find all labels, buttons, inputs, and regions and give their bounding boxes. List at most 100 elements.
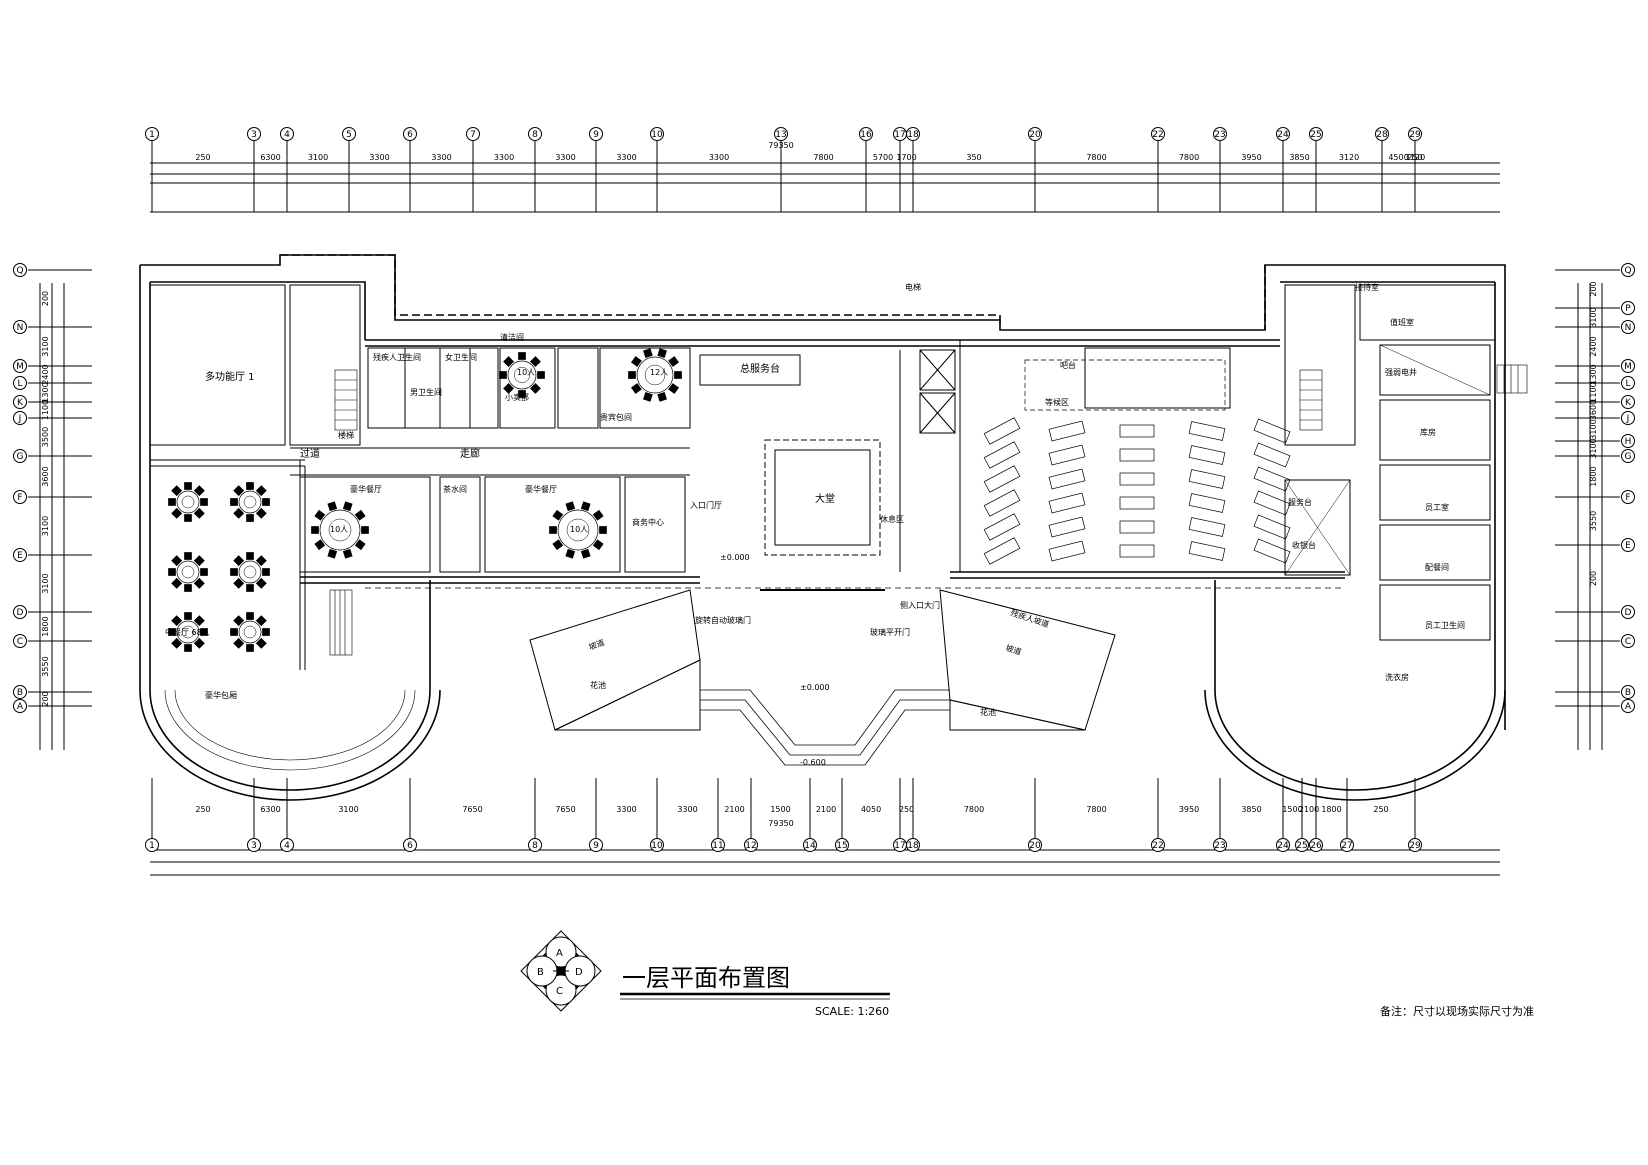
level-entry: ±0.000 <box>720 553 750 562</box>
dim-bottom-2: 3100 <box>338 805 358 814</box>
axis-bubble-bottom-9: 9 <box>589 838 603 852</box>
level-lower: -0.600 <box>800 758 826 767</box>
axis-bubble-left-J: J <box>13 411 27 425</box>
table-labels: 10人 10人 10人 12人 <box>330 368 668 534</box>
dim-bottom-11: 250 <box>899 805 914 814</box>
dim-top-2: 3100 <box>308 153 328 162</box>
dim-bottom-19: 250 <box>1373 805 1388 814</box>
axis-bubble-left-K: K <box>13 395 27 409</box>
seat-0-1 <box>983 441 1021 469</box>
room-label-pantry: 配餐间 <box>1425 563 1449 572</box>
axis-bubble-left-E: E <box>13 548 27 562</box>
seat-4-4 <box>1253 514 1291 540</box>
dim-bottom-14: 3950 <box>1179 805 1199 814</box>
axis-bubble-right-D: D <box>1621 605 1635 619</box>
svg-text:C: C <box>17 637 23 647</box>
room-label-reception: 接待室 <box>1355 282 1379 292</box>
svg-text:18: 18 <box>907 841 919 851</box>
axis-bubble-right-K: K <box>1621 395 1635 409</box>
axis-bubble-top-4: 4 <box>280 127 294 141</box>
axis-bubble-right-M: M <box>1621 359 1635 373</box>
room-label-front-desk: 总服务台 <box>740 362 780 375</box>
axis-bubble-right-C: C <box>1621 634 1635 648</box>
drawing-note: 备注：尺寸以现场实际尺寸为准 <box>1380 1004 1534 1018</box>
axis-bubble-bottom-3: 3 <box>247 838 261 852</box>
svg-text:Q: Q <box>16 266 23 276</box>
axis-bubble-bottom-26: 26 <box>1309 838 1323 852</box>
svg-text:M: M <box>16 362 24 372</box>
dim-right-2: 2400 <box>1589 336 1598 356</box>
dim-top-0: 250 <box>195 153 210 162</box>
room-label-male-wc: 男卫生间 <box>410 387 442 397</box>
room-label-multi-hall: 多功能厅 1 <box>205 370 255 383</box>
svg-text:B: B <box>17 688 23 698</box>
room-label-disabled-ramp: 残疾人坡道 <box>1009 607 1050 629</box>
axis-bubble-bottom-18: 18 <box>906 838 920 852</box>
svg-text:H: H <box>1625 437 1632 447</box>
table-label-c: 10人 <box>517 368 535 377</box>
svg-text:4: 4 <box>284 841 290 851</box>
dining-table-a <box>311 501 369 559</box>
svg-text:9: 9 <box>593 130 599 140</box>
room-label-glass-door: 玻璃平开门 <box>870 627 910 637</box>
dim-left-0: 200 <box>41 291 50 306</box>
dim-right-3: 1300 <box>1589 364 1598 384</box>
dim-bottom-3: 7650 <box>462 805 482 814</box>
banquet-tables <box>168 348 682 652</box>
dim-left-9: 1800 <box>41 616 50 636</box>
svg-text:M: M <box>1624 362 1632 372</box>
table-label-b: 10人 <box>570 525 588 534</box>
dim-top-5: 3300 <box>494 153 514 162</box>
dim-right-5: 3600 <box>1589 400 1598 420</box>
svg-text:D: D <box>1625 608 1632 618</box>
svg-text:6: 6 <box>407 841 413 851</box>
svg-text:P: P <box>1625 304 1631 314</box>
svg-text:5: 5 <box>346 130 352 140</box>
axis-bubble-top-17: 17 <box>893 127 907 141</box>
right-dimension-column <box>1555 269 1620 750</box>
svg-text:7: 7 <box>470 130 476 140</box>
seat-2-3 <box>1119 496 1155 510</box>
room-label-dining-b: 豪华餐厅 <box>525 484 557 494</box>
banquet-table-2 <box>230 482 270 522</box>
svg-text:16: 16 <box>860 130 872 140</box>
room-label-mini-bar: 小卖部 <box>505 392 529 402</box>
axis-bubble-top-28: 28 <box>1375 127 1389 141</box>
axis-bubble-bottom-20: 20 <box>1028 838 1042 852</box>
dim-left-10: 3550 <box>41 656 50 676</box>
room-label-entrance-hall: 入口门厅 <box>690 500 722 510</box>
compass-letter-c: C <box>556 986 563 997</box>
seat-0-0 <box>983 417 1021 445</box>
svg-text:27: 27 <box>1341 841 1352 851</box>
room-label-stair: 楼梯 <box>338 430 354 440</box>
svg-text:14: 14 <box>804 841 816 851</box>
axis-bubble-right-P: P <box>1621 301 1635 315</box>
table-label-a: 10人 <box>330 525 348 534</box>
dim-bottom-6: 3300 <box>677 805 697 814</box>
svg-text:G: G <box>17 452 24 462</box>
svg-text:Q: Q <box>1624 266 1631 276</box>
axis-bubble-left-C: C <box>13 634 27 648</box>
axis-bubble-right-L: L <box>1621 376 1635 390</box>
compass-symbol <box>520 930 602 1012</box>
room-label-flower-right: 花池 <box>980 707 996 717</box>
seat-2-5 <box>1119 544 1155 558</box>
seat-0-3 <box>983 489 1021 517</box>
room-label-disabled-wc: 残疾人卫生间 <box>373 352 421 362</box>
dim-right-6: 3100 <box>1589 419 1598 439</box>
room-label-cashier: 收银台 <box>1292 540 1316 550</box>
left-dimension-column <box>28 269 92 750</box>
seat-1-0 <box>1048 420 1086 442</box>
dim-bottom-7: 2100 <box>724 805 744 814</box>
svg-text:23: 23 <box>1214 130 1225 140</box>
right-hall <box>983 347 1291 565</box>
axis-bubble-top-25: 25 <box>1309 127 1323 141</box>
room-label-atrium: 大堂 <box>815 492 835 505</box>
dim-bottom-15: 3850 <box>1241 805 1261 814</box>
axis-bubble-right-H: H <box>1621 434 1635 448</box>
dim-bottom-10: 4050 <box>861 805 881 814</box>
svg-text:10: 10 <box>651 841 663 851</box>
room-label-lounge: 休息区 <box>880 514 904 524</box>
axis-bubble-left-Q: Q <box>13 263 27 277</box>
